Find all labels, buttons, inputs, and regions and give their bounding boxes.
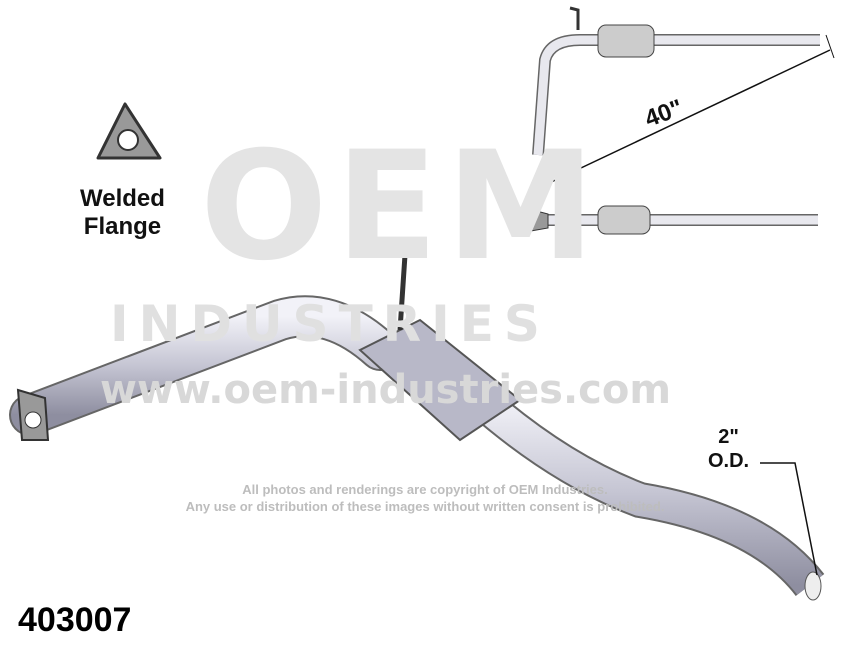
copyright-line-2: Any use or distribution of these images … [185, 499, 665, 514]
flange-label-line1: Welded [80, 185, 165, 212]
copyright-line-1: All photos and renderings are copyright … [242, 482, 608, 497]
watermark-logo: OEM [200, 120, 604, 294]
flange-label-line2: Flange [83, 213, 162, 240]
od-leader-line [760, 462, 818, 576]
flange-label: Welded Flange [80, 185, 165, 241]
od-label-line1: 2" [718, 426, 739, 448]
welded-flange-icon [96, 102, 162, 160]
main-pipe [9, 238, 825, 601]
top-view-diagram [524, 205, 818, 235]
watermark-industries: INDUSTRIES [110, 295, 550, 353]
side-view-diagram [532, 6, 835, 191]
part-number: 403007 [18, 601, 132, 639]
watermark-url: www.oem-industries.com [100, 367, 672, 413]
od-label: 2" O.D. [708, 425, 749, 473]
od-label-line2: O.D. [708, 450, 750, 472]
